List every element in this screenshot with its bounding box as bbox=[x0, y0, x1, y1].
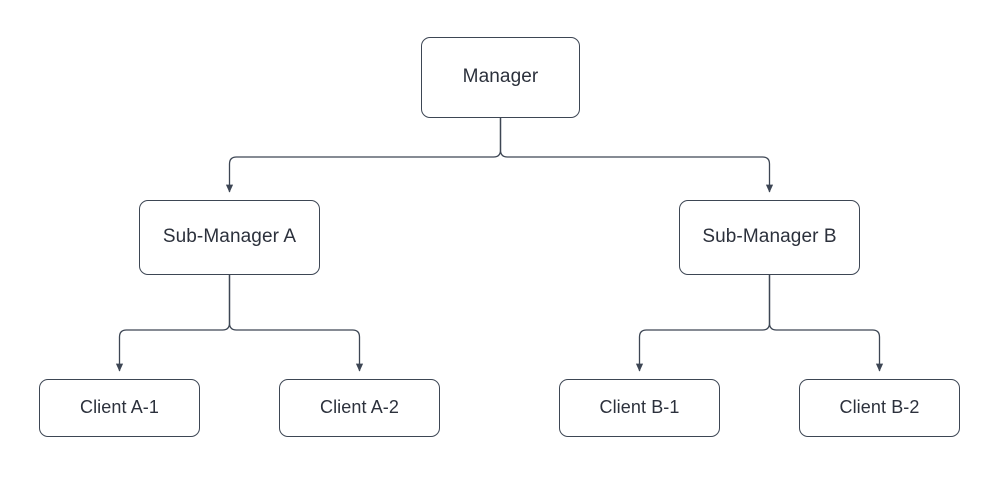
edge-submanager-b-to-client-b2 bbox=[768, 275, 884, 372]
edge-manager-to-submanager-a bbox=[225, 118, 502, 193]
node-client-b1[interactable]: Client B-1 bbox=[559, 379, 720, 437]
node-submanager-a-label: Sub-Manager A bbox=[162, 226, 297, 248]
node-submanager-a[interactable]: Sub-Manager A bbox=[139, 200, 320, 275]
node-client-a2-label: Client A-2 bbox=[319, 397, 400, 418]
edge-submanager-a-to-client-a2 bbox=[228, 275, 364, 372]
node-manager[interactable]: Manager bbox=[421, 37, 580, 118]
edge-submanager-a-to-client-a1 bbox=[115, 275, 231, 372]
node-client-a1-label: Client A-1 bbox=[79, 397, 160, 418]
node-client-a2[interactable]: Client A-2 bbox=[279, 379, 440, 437]
node-submanager-b-label: Sub-Manager B bbox=[702, 226, 837, 248]
edge-manager-to-submanager-b bbox=[499, 118, 774, 193]
node-client-b1-label: Client B-1 bbox=[599, 397, 680, 418]
node-client-a1[interactable]: Client A-1 bbox=[39, 379, 200, 437]
node-manager-label: Manager bbox=[462, 66, 539, 88]
node-client-b2-label: Client B-2 bbox=[839, 397, 920, 418]
edge-submanager-b-to-client-b1 bbox=[635, 275, 771, 372]
node-submanager-b[interactable]: Sub-Manager B bbox=[679, 200, 860, 275]
node-client-b2[interactable]: Client B-2 bbox=[799, 379, 960, 437]
